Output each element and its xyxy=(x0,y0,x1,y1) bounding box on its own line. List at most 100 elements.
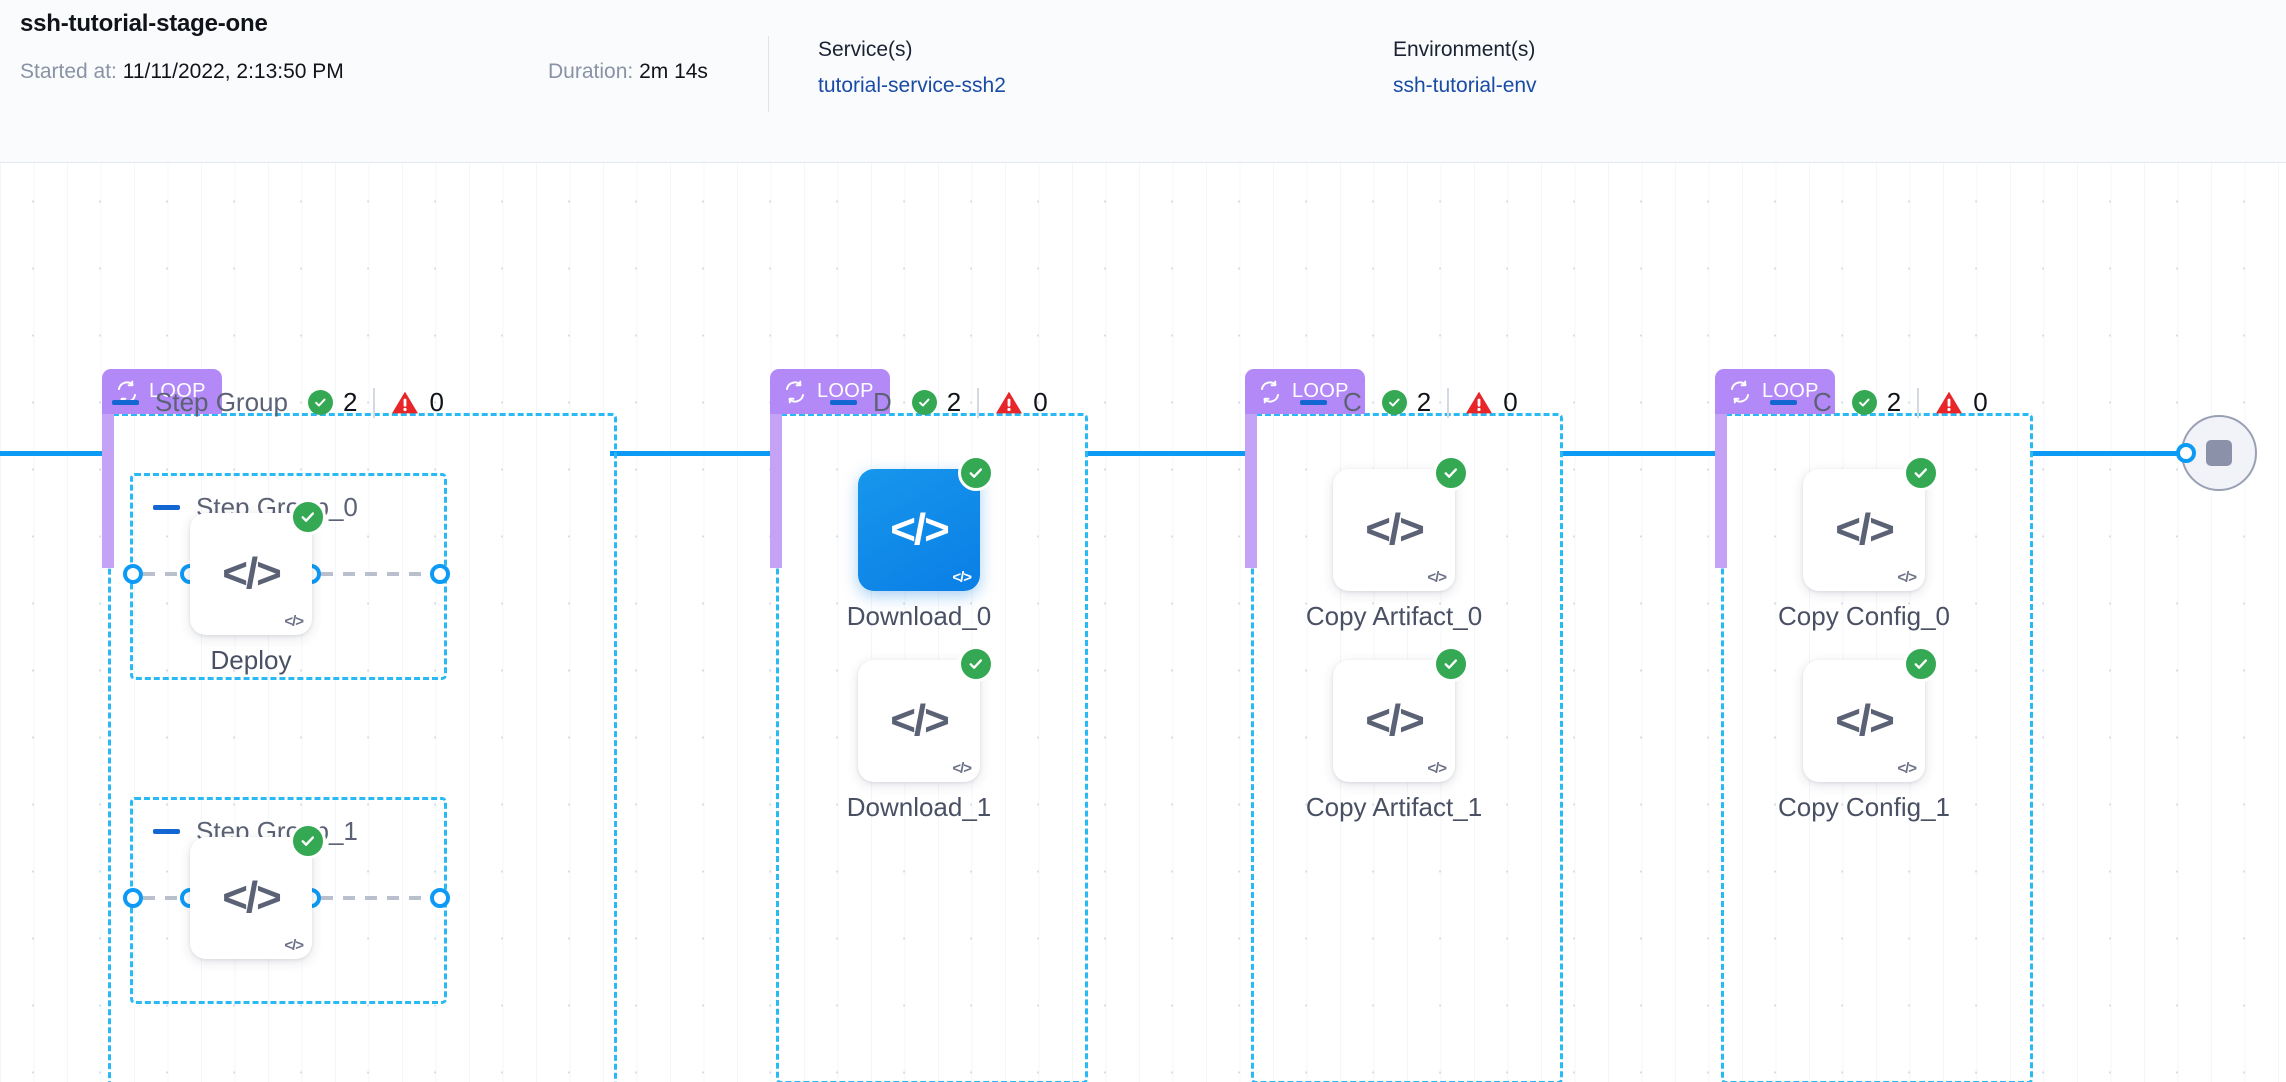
step-node-copy-artifact-0[interactable]: </> </> Copy Artifact_0 xyxy=(1306,455,1482,631)
collapse-dash-icon[interactable] xyxy=(112,400,139,405)
collapse-dash-icon[interactable] xyxy=(1770,400,1797,405)
connector-dash xyxy=(321,572,431,576)
collapse-dash-icon[interactable] xyxy=(830,400,857,405)
services-label: Service(s) xyxy=(818,38,913,61)
loop-badge-label: LOOP xyxy=(1292,380,1349,402)
node-card[interactable]: </> </> xyxy=(1803,646,1939,782)
connector-dash xyxy=(143,572,190,576)
status-badge xyxy=(1433,646,1469,682)
group-header: D 2 0 xyxy=(830,387,1048,418)
step-node-copy-artifact-1[interactable]: </> </> Copy Artifact_1 xyxy=(1306,646,1482,822)
loop-side-bar xyxy=(1245,413,1257,568)
code-badge-icon: </> xyxy=(284,613,304,630)
success-count-value: 2 xyxy=(1416,387,1432,417)
check-circle-icon xyxy=(1851,390,1877,415)
group-boundary xyxy=(776,413,1088,1082)
code-icon: </> xyxy=(890,505,950,554)
error-count-value: 0 xyxy=(1503,387,1518,417)
step-node-download-1[interactable]: </> </> Download_1 xyxy=(847,646,994,822)
group-header: C 2 0 xyxy=(1770,387,1988,418)
pipeline-canvas[interactable]: LOOP Step Group 2 xyxy=(0,163,2286,1082)
node-label: Download_0 xyxy=(846,601,992,631)
flow-line-segment xyxy=(610,451,770,456)
warning-triangle-icon xyxy=(996,391,1023,414)
flow-line-segment xyxy=(1085,451,1245,456)
connector-ring xyxy=(2176,443,2196,463)
check-circle-icon xyxy=(911,390,937,415)
group-header: C 2 0 xyxy=(1300,387,1518,418)
loop-icon xyxy=(1731,380,1749,403)
group-name: C xyxy=(1813,387,1832,417)
success-count: 2 xyxy=(307,387,357,418)
node-card[interactable]: </> </> xyxy=(190,499,326,635)
status-badge xyxy=(290,823,326,859)
status-badge xyxy=(1903,646,1939,682)
flow-line-segment xyxy=(0,451,110,456)
step-node-copy-config-0[interactable]: </> </> Copy Config_0 xyxy=(1778,455,1950,631)
loop-badge[interactable]: LOOP xyxy=(1715,369,1835,414)
node-card[interactable]: </> </> xyxy=(858,646,994,782)
node-card[interactable]: </> </> xyxy=(1333,455,1469,591)
code-icon: </> xyxy=(1835,505,1895,554)
status-badge xyxy=(1903,455,1939,491)
error-count: 0 xyxy=(1465,387,1518,418)
loop-badge[interactable]: LOOP xyxy=(1245,369,1365,414)
error-count: 0 xyxy=(1935,387,1988,418)
loop-side-bar xyxy=(1715,413,1727,568)
duration: Duration: 2m 14s xyxy=(548,60,708,84)
loop-badge-label: LOOP xyxy=(817,380,874,402)
check-glyph xyxy=(1858,398,1870,407)
count-divider xyxy=(1917,387,1920,418)
loop-icon xyxy=(786,380,804,403)
connector-dash xyxy=(321,896,431,900)
step-node-copy-config-1[interactable]: </> </> Copy Config_1 xyxy=(1778,646,1950,822)
loop-side-bar xyxy=(102,413,114,568)
group-boundary xyxy=(1721,413,2033,1082)
node-card[interactable]: </> </> xyxy=(1333,646,1469,782)
check-circle-icon xyxy=(307,390,333,415)
loop-badge-label: LOOP xyxy=(149,380,206,402)
connector-ring xyxy=(430,888,450,908)
node-label: Copy Artifact_1 xyxy=(1305,792,1483,822)
code-badge-icon: </> xyxy=(284,937,304,954)
collapse-dash-icon[interactable] xyxy=(153,829,180,834)
collapse-dash-icon[interactable] xyxy=(1300,400,1327,405)
count-divider xyxy=(1447,387,1450,418)
node-card[interactable]: </> </> xyxy=(1803,455,1939,591)
success-count: 2 xyxy=(1381,387,1432,418)
step-node-deploy[interactable]: </> </> Deploy xyxy=(190,499,326,675)
services-block: Service(s) tutorial-service-ssh2 xyxy=(818,38,1006,98)
loop-icon xyxy=(1261,380,1279,403)
group-name: D xyxy=(873,387,892,417)
node-card[interactable]: </> </> xyxy=(858,455,994,591)
status-badge xyxy=(958,455,994,491)
collapse-dash-icon[interactable] xyxy=(153,505,180,510)
started-at: Started at: 11/11/2022, 2:13:50 PM xyxy=(20,60,344,84)
group-header: Step Group 2 0 xyxy=(112,387,444,418)
group-boundary xyxy=(1251,413,1563,1082)
check-glyph xyxy=(1388,398,1400,407)
group-boundary xyxy=(108,413,617,1082)
status-badge xyxy=(1433,455,1469,491)
check-glyph xyxy=(1914,659,1928,669)
flow-line-segment xyxy=(2030,451,2185,456)
connector-dash xyxy=(143,896,190,900)
step-node-stepgroup1[interactable]: </> </> xyxy=(190,823,326,959)
environments-label: Environment(s) xyxy=(1393,38,1536,61)
status-badge xyxy=(958,646,994,682)
connector-ring xyxy=(123,888,143,908)
warning-triangle-icon xyxy=(1466,391,1493,414)
page-title: ssh-tutorial-stage-one xyxy=(20,10,268,37)
loop-badge[interactable]: LOOP xyxy=(770,369,890,414)
code-icon: </> xyxy=(1835,696,1895,745)
services-value-link[interactable]: tutorial-service-ssh2 xyxy=(818,74,1006,97)
environments-value-link[interactable]: ssh-tutorial-env xyxy=(1393,74,1537,97)
check-glyph xyxy=(969,659,983,669)
step-node-download-0[interactable]: </> </> Download_0 xyxy=(847,455,994,631)
count-divider xyxy=(373,387,376,418)
check-glyph xyxy=(1914,468,1928,478)
check-glyph xyxy=(1444,659,1458,669)
code-badge-icon: </> xyxy=(952,760,972,777)
node-card[interactable]: </> </> xyxy=(190,823,326,959)
code-icon: </> xyxy=(222,549,282,598)
